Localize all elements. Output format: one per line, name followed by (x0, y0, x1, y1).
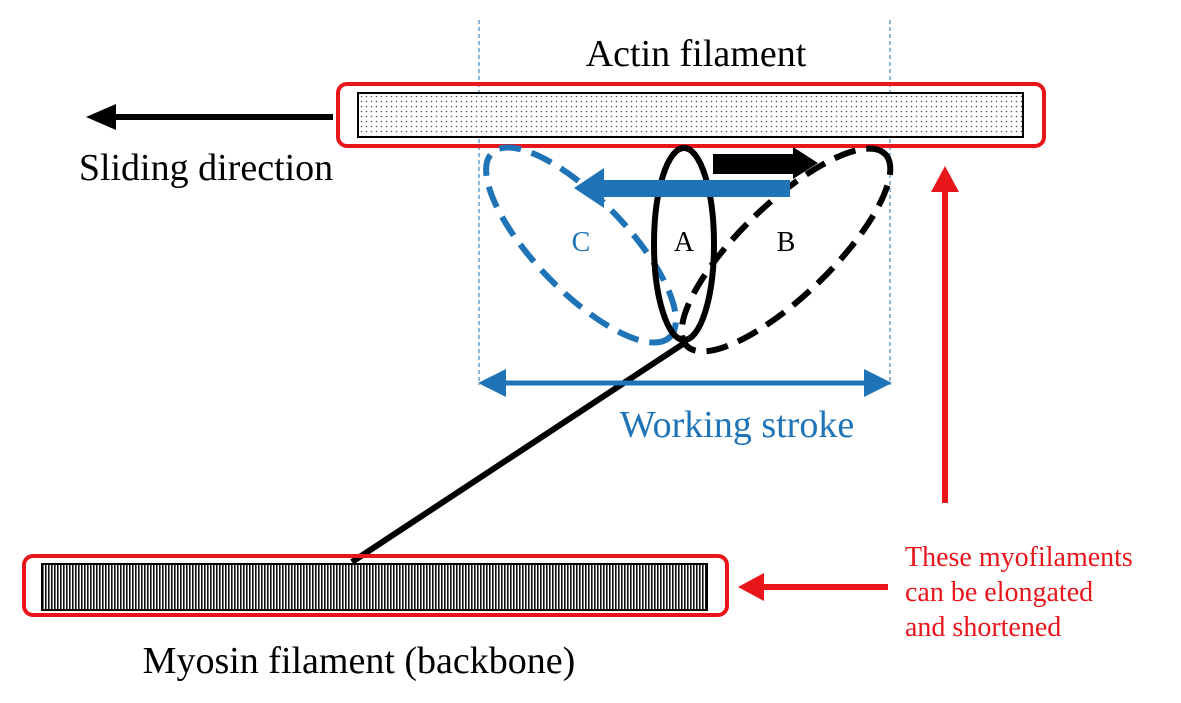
red-arrow-to-myosin-head (738, 573, 764, 601)
actin-filament-title: Actin filament (586, 33, 807, 75)
red-arrow-to-actin-head (931, 166, 959, 192)
myosin-filament-title: Myosin filament (backbone) (143, 640, 576, 682)
sliding-direction-arrowhead (86, 104, 116, 130)
myosin-head-a (651, 145, 717, 343)
power-stroke-arrowhead (574, 168, 604, 208)
myosin-neck (350, 339, 688, 565)
sliding-direction-label: Sliding direction (79, 147, 333, 189)
actin-filament (357, 92, 1024, 138)
working-stroke-label: Working stroke (620, 404, 854, 446)
note-line-1: These myofilaments (905, 542, 1133, 573)
stroke-direction-arrow-body (713, 154, 799, 174)
working-stroke-arrowhead-right (864, 369, 892, 397)
myosin-head-b (678, 145, 894, 355)
note-line-2: can be elongated (905, 577, 1093, 608)
myosin-filament (41, 563, 708, 611)
myosin-filament-highlight-box (22, 554, 729, 617)
working-stroke-arrowhead-left (478, 369, 506, 397)
myosin-head-c (483, 144, 679, 346)
power-stroke-arrow-body (600, 180, 790, 197)
head-label-a: A (674, 227, 695, 258)
stroke-direction-arrowhead (793, 147, 818, 179)
actin-filament-highlight-box (336, 82, 1046, 148)
note-line-3: and shortened (905, 612, 1061, 643)
head-label-b: B (777, 227, 796, 258)
head-label-c: C (572, 227, 591, 258)
